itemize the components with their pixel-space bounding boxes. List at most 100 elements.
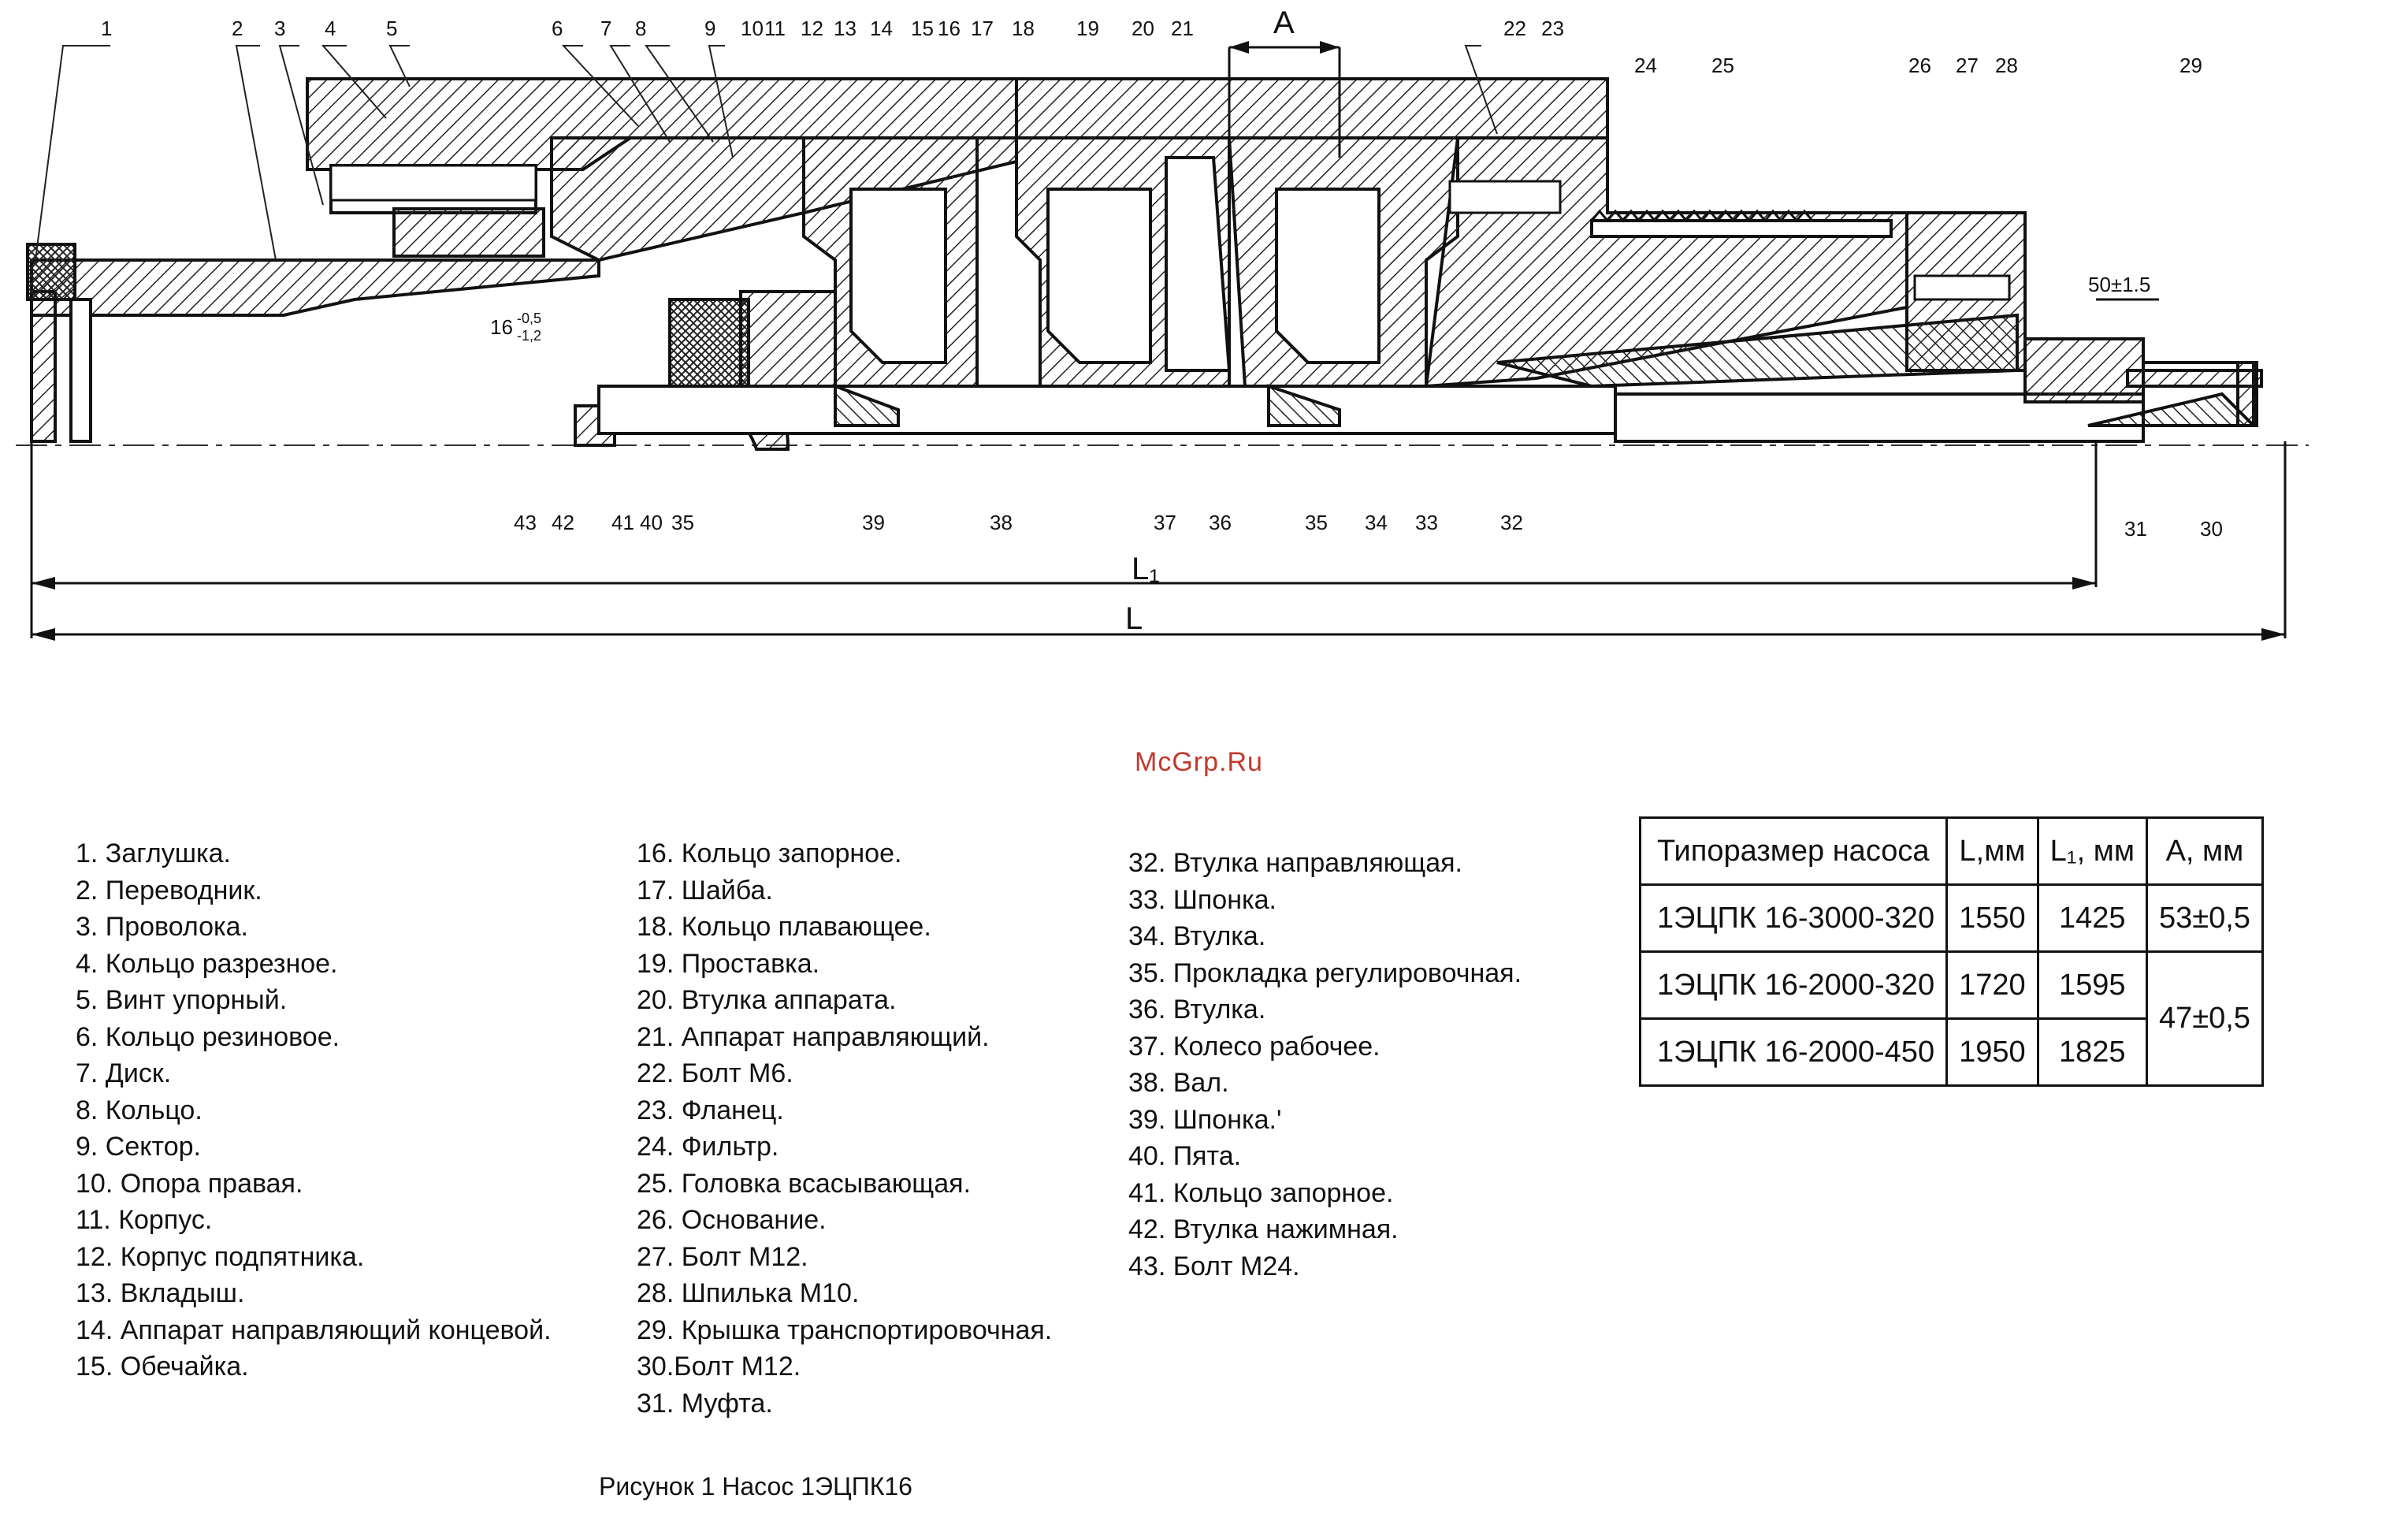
legend-item: 32. Втулка направляющая.: [1128, 848, 1462, 878]
callout-29: 29: [2179, 54, 2202, 77]
legend-item: 6. Кольцо резиновое.: [76, 1021, 340, 1052]
legend-item: 15. Обечайка.: [76, 1352, 249, 1382]
callout-25: 25: [1711, 54, 1734, 77]
callout-27: 27: [1956, 54, 1979, 77]
callout-33: 33: [1415, 511, 1438, 534]
legend-item: 23. Фланец.: [637, 1095, 784, 1125]
tol-sup: -0,5: [517, 311, 541, 326]
legend-item: 37. Колесо рабочее.: [1128, 1031, 1381, 1062]
dim-L-label: L: [1125, 601, 1143, 636]
legend-item: 31. Муфта.: [637, 1388, 773, 1419]
legend-item: 27. Болт М12.: [637, 1241, 808, 1272]
legend-column-3: 32. Втулка направляющая.33. Шпонка.34. В…: [1128, 845, 1522, 1285]
callout-3: 3: [274, 17, 285, 40]
callout-14: 14: [870, 17, 893, 40]
plug-part: [26, 243, 76, 301]
legend-item: 9. Сектор.: [76, 1132, 201, 1162]
header-A: А, мм: [2145, 816, 2264, 886]
dim-gap-label: 50±1.5: [2088, 273, 2150, 296]
legend-item: 20. Втулка аппарата.: [637, 985, 897, 1015]
cell-A: 53±0,5: [2145, 883, 2264, 953]
callout-36: 36: [1209, 511, 1232, 534]
header-L: L,мм: [1945, 816, 2039, 886]
callout-1: 1: [101, 17, 112, 40]
legend-item: 25. Головка всасывающая.: [637, 1168, 972, 1199]
shaft-part: [597, 384, 2145, 443]
callout-40: 40: [640, 511, 663, 534]
cell-L1: 1425: [2036, 883, 2148, 953]
callout-35a: 35: [671, 511, 694, 534]
legend-item: 11. Корпус.: [76, 1205, 213, 1235]
legend-item: 7. Диск.: [76, 1058, 172, 1088]
cell-L1: 1825: [2036, 1017, 2148, 1087]
callout-41: 41: [611, 511, 634, 534]
legend-item: 1. Заглушка.: [76, 839, 231, 868]
legend-item: 34. Втулка.: [1128, 921, 1266, 951]
callout-30: 30: [2200, 517, 2223, 541]
watermark: McGrp.Ru: [1135, 747, 1263, 777]
legend-item: 17. Шайба.: [637, 875, 773, 906]
callout-12: 12: [801, 17, 823, 40]
callout-37: 37: [1154, 511, 1176, 534]
callout-34: 34: [1365, 511, 1388, 534]
callout-9: 9: [704, 17, 715, 40]
callout-leaders-top: [35, 45, 1498, 261]
callout-6: 6: [552, 17, 563, 40]
legend-item: 43. Болт М24.: [1128, 1251, 1300, 1281]
callout-21: 21: [1171, 17, 1194, 40]
legend-item: 26. Основание.: [637, 1205, 827, 1235]
callout-8: 8: [635, 17, 646, 40]
stage-3: [1227, 136, 1459, 388]
callout-2: 2: [232, 17, 243, 40]
legend-item: 38. Вал.: [1128, 1068, 1229, 1098]
pump-size-table: Типоразмер насоса L,мм L₁, мм А, мм 1ЭЦП…: [1638, 816, 2264, 1087]
legend-item: 22. Болт М6.: [637, 1058, 793, 1088]
legend-item: 12. Корпус подпятника.: [76, 1241, 365, 1272]
transport-cover: [2087, 361, 2263, 427]
callout-10: 10: [741, 17, 764, 40]
callout-19: 19: [1076, 17, 1099, 40]
callout-13: 13: [834, 17, 857, 40]
legend-item: 41. Кольцо запорное.: [1128, 1177, 1394, 1208]
dim-A-label: A: [1273, 6, 1295, 40]
table-header-row: Типоразмер насоса L,мм L₁, мм А, мм: [1638, 816, 2264, 886]
callouts-bottom: 43 42 41 40 35 39 38 37 36 35 34 33 32 3…: [514, 511, 2223, 541]
legend-item: 2. Переводник.: [76, 875, 262, 906]
legend-item: 42. Втулка нажимная.: [1128, 1214, 1399, 1244]
tol-sub: -1,2: [517, 328, 541, 344]
callout-7: 7: [600, 17, 611, 40]
dim-L1-label: L₁: [1132, 552, 1160, 586]
legend-item: 14. Аппарат направляющий концевой.: [76, 1315, 552, 1345]
callout-24: 24: [1634, 54, 1657, 77]
callout-16: 16: [938, 17, 961, 40]
legend-item: 4. Кольцо разрезное.: [76, 948, 338, 979]
cell-L: 1720: [1945, 950, 2039, 1020]
callout-17: 17: [971, 17, 994, 40]
legend-item: 40. Пята.: [1128, 1141, 1242, 1171]
legend-item: 19. Проставка.: [637, 948, 820, 979]
callout-23: 23: [1541, 17, 1564, 40]
callout-28: 28: [1995, 54, 2018, 77]
legend-item: 24. Фильтр.: [637, 1132, 779, 1162]
callouts-top: 1 2 3 4 5 6 7 8 9 10 11 12 13 14 15 16 1…: [101, 17, 2202, 77]
callout-43: 43: [514, 511, 537, 534]
callout-18: 18: [1012, 17, 1035, 40]
legend-item: 13. Вкладыш.: [76, 1278, 245, 1308]
table-row: 1ЭЦПК 16-2000-450 1950 1825: [1638, 1017, 2263, 1087]
callout-4: 4: [325, 17, 336, 40]
callout-20: 20: [1132, 17, 1154, 40]
legend-item: 10. Опора правая.: [76, 1168, 303, 1199]
legend-item: 28. Шпилька М10.: [637, 1278, 860, 1308]
callout-15: 15: [911, 17, 934, 40]
figure-caption: Рисунок 1 Насос 1ЭЦПК16: [599, 1472, 912, 1501]
callout-32: 32: [1500, 511, 1523, 534]
cell-L: 1550: [1945, 883, 2039, 953]
tol-main: 16: [490, 315, 513, 339]
callout-35b: 35: [1305, 511, 1328, 534]
legend-column-1: 1. Заглушка. 2. Переводник. 3. Проволока. 4…: [76, 835, 552, 1385]
callout-39: 39: [862, 511, 885, 534]
cell-L1: 1595: [2036, 950, 2148, 1020]
callout-26: 26: [1908, 54, 1931, 77]
legend-item: 3. Проволока.: [76, 912, 249, 942]
cell-model: 1ЭЦПК 16-2000-450: [1638, 1017, 1949, 1087]
